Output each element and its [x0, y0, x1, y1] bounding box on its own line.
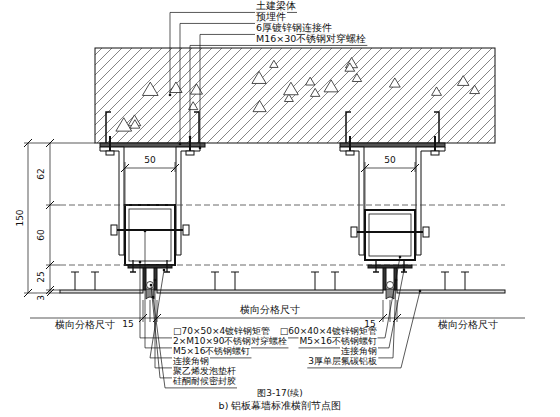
- aggregate-mark: [270, 60, 278, 67]
- embedded-plates: [100, 112, 445, 147]
- aggregate-mark: [116, 118, 132, 131]
- part-label: □70×50×4镀锌钢矩管: [172, 327, 271, 337]
- leader-line: [145, 231, 146, 348]
- leader-line: [401, 291, 420, 368]
- leader-dot: [189, 136, 192, 139]
- dimension-lines: [24, 139, 525, 322]
- leader-dot: [152, 296, 155, 299]
- part-label: 3厚单层氟碳铝板: [307, 357, 378, 367]
- aggregate-mark: [432, 87, 442, 95]
- aggregate-mark: [457, 76, 469, 86]
- part-label: 2×M10×90不锈钢对穿螺栓: [172, 337, 288, 347]
- leader-dot: [179, 143, 182, 146]
- leader-dot: [419, 290, 422, 293]
- leader-dot: [403, 269, 406, 272]
- panel-studs: [71, 272, 469, 290]
- m10-through-bolts: [111, 225, 429, 237]
- leader-line: [190, 45, 191, 137]
- dimension-value: 横向分格尺寸: [239, 305, 301, 315]
- dimension-value: 62: [37, 167, 47, 180]
- part-label: 预埋件: [255, 12, 287, 22]
- aggregate-mark: [345, 63, 355, 71]
- aggregate-mark: [310, 88, 319, 96]
- concrete-beam: [95, 48, 495, 143]
- figure-caption: b) 铝板幕墙标准横剖节点图: [218, 401, 343, 411]
- leader-dot: [169, 94, 172, 97]
- leader-line: [385, 257, 400, 338]
- part-label: 连接角钢: [172, 357, 210, 367]
- aggregate-mark: [352, 74, 361, 82]
- part-label: M5×16不锈钢螺钉: [299, 337, 378, 347]
- leader-line: [393, 280, 396, 358]
- connecting-angles: [128, 265, 412, 290]
- leader-dot: [154, 279, 157, 282]
- leader-line: [180, 23, 181, 144]
- part-label: □60×40×4镀锌钢矩管: [279, 327, 378, 337]
- dimension-value: 150: [16, 208, 26, 227]
- leader-dot: [139, 261, 142, 264]
- aggregate-mark: [253, 100, 266, 111]
- dimension-value: 50: [383, 156, 396, 166]
- leader-line: [307, 367, 401, 368]
- leader-dot: [395, 279, 398, 282]
- leader-line: [153, 297, 165, 388]
- m16-bolts: [106, 136, 439, 155]
- part-label: 土建梁体: [255, 1, 297, 11]
- dimension-value: 3: [37, 294, 47, 302]
- leader-line: [170, 12, 171, 95]
- leader-dot: [163, 269, 166, 272]
- aluminium-panels: [60, 290, 505, 293]
- dimension-value: 25: [37, 270, 47, 283]
- dimension-value: 50: [143, 156, 156, 166]
- dimension-value: 15: [121, 320, 134, 330]
- dimension-value: 横向分格尺寸: [437, 320, 499, 330]
- aggregate-mark: [190, 84, 202, 94]
- leader-dot: [199, 147, 202, 150]
- part-label: 6厚镀锌钢连接件: [255, 23, 333, 33]
- aggregate-mark: [324, 80, 338, 92]
- leader-line: [165, 387, 237, 388]
- m5-screws: [130, 260, 407, 272]
- dimension-value: 60: [37, 228, 47, 241]
- part-label: 硅酮耐候密封胶: [172, 377, 237, 387]
- part-label: M16×30不锈钢对穿螺栓: [255, 34, 367, 44]
- aggregate-mark: [470, 85, 480, 93]
- leader-dot: [144, 230, 147, 233]
- leader-line: [140, 262, 141, 338]
- joint-seals: [146, 282, 394, 300]
- part-label: 连接角钢: [340, 347, 378, 357]
- leader-dot: [399, 256, 402, 259]
- aggregate-mark: [130, 120, 140, 128]
- steel-tubes: [125, 205, 415, 265]
- part-label: M5×16不锈钢螺钉: [172, 347, 251, 357]
- leader-line: [151, 285, 160, 378]
- leader-dot: [150, 284, 153, 287]
- leader-line: [389, 270, 404, 348]
- leader-line: [190, 45, 367, 46]
- aggregate-mark: [306, 77, 315, 85]
- figure-number: 图3-17(续): [256, 389, 303, 399]
- aggregate-mark: [142, 82, 158, 95]
- aggregate-mark: [252, 71, 266, 83]
- hidden-lines: [60, 205, 505, 265]
- aggregate-mark: [389, 78, 400, 87]
- aggregate-mark: [284, 82, 299, 95]
- dimension-value: 横向分格尺寸: [54, 320, 116, 330]
- leader-line: [200, 34, 201, 148]
- leader-lines: [139, 12, 422, 387]
- part-label: 聚乙烯发泡垫杆: [172, 367, 237, 377]
